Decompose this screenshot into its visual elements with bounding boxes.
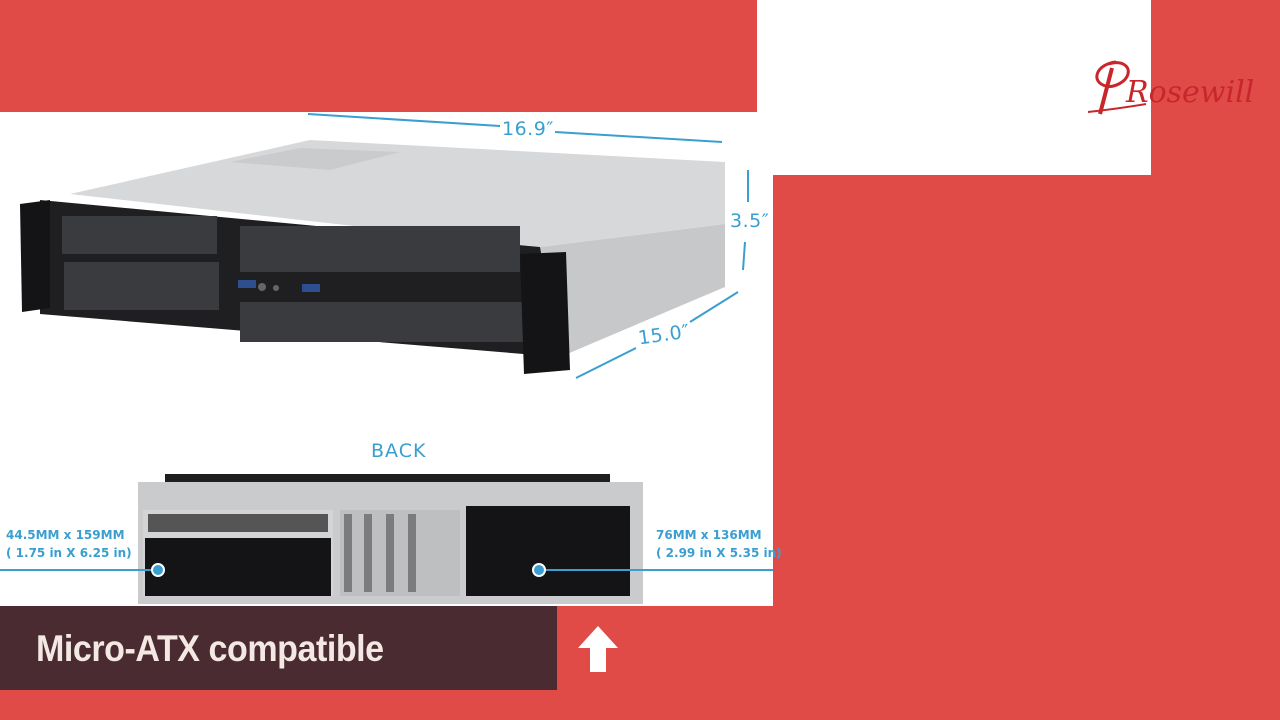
brand-text: Rosewill <box>1125 75 1254 110</box>
usb-port <box>302 284 320 292</box>
left-bay-inches: ( 1.75 in X 6.25 in) <box>6 546 132 560</box>
right-bay <box>466 506 630 596</box>
left-bay-mm: 44.5MM x 159MM <box>6 528 125 542</box>
left-bay <box>145 538 331 596</box>
caption-text: Micro-ATX compatible <box>36 628 384 669</box>
up-arrow-icon <box>578 626 618 672</box>
logo-panel <box>757 0 1151 175</box>
height-dimension: 3.5″ <box>730 210 770 232</box>
chassis-back-view <box>0 474 773 604</box>
rack-handle-right <box>520 252 570 374</box>
back-label: BACK <box>371 440 427 462</box>
caption-bar <box>0 606 557 690</box>
left-bay-spec: 44.5MM x 159MM ( 1.75 in X 6.25 in) <box>6 526 132 562</box>
right-bay-spec: 76MM x 136MM ( 2.99 in X 5.35 in) <box>656 526 782 562</box>
rack-handle-left <box>20 200 50 312</box>
right-bay-mm: 76MM x 136MM <box>656 528 762 542</box>
rosewill-logo: Rosewill <box>1087 60 1254 115</box>
usb-port <box>238 280 256 288</box>
width-dimension: 16.9″ <box>502 118 554 140</box>
chassis-front-view <box>20 113 749 379</box>
right-bay-inches: ( 2.99 in X 5.35 in) <box>656 546 782 560</box>
